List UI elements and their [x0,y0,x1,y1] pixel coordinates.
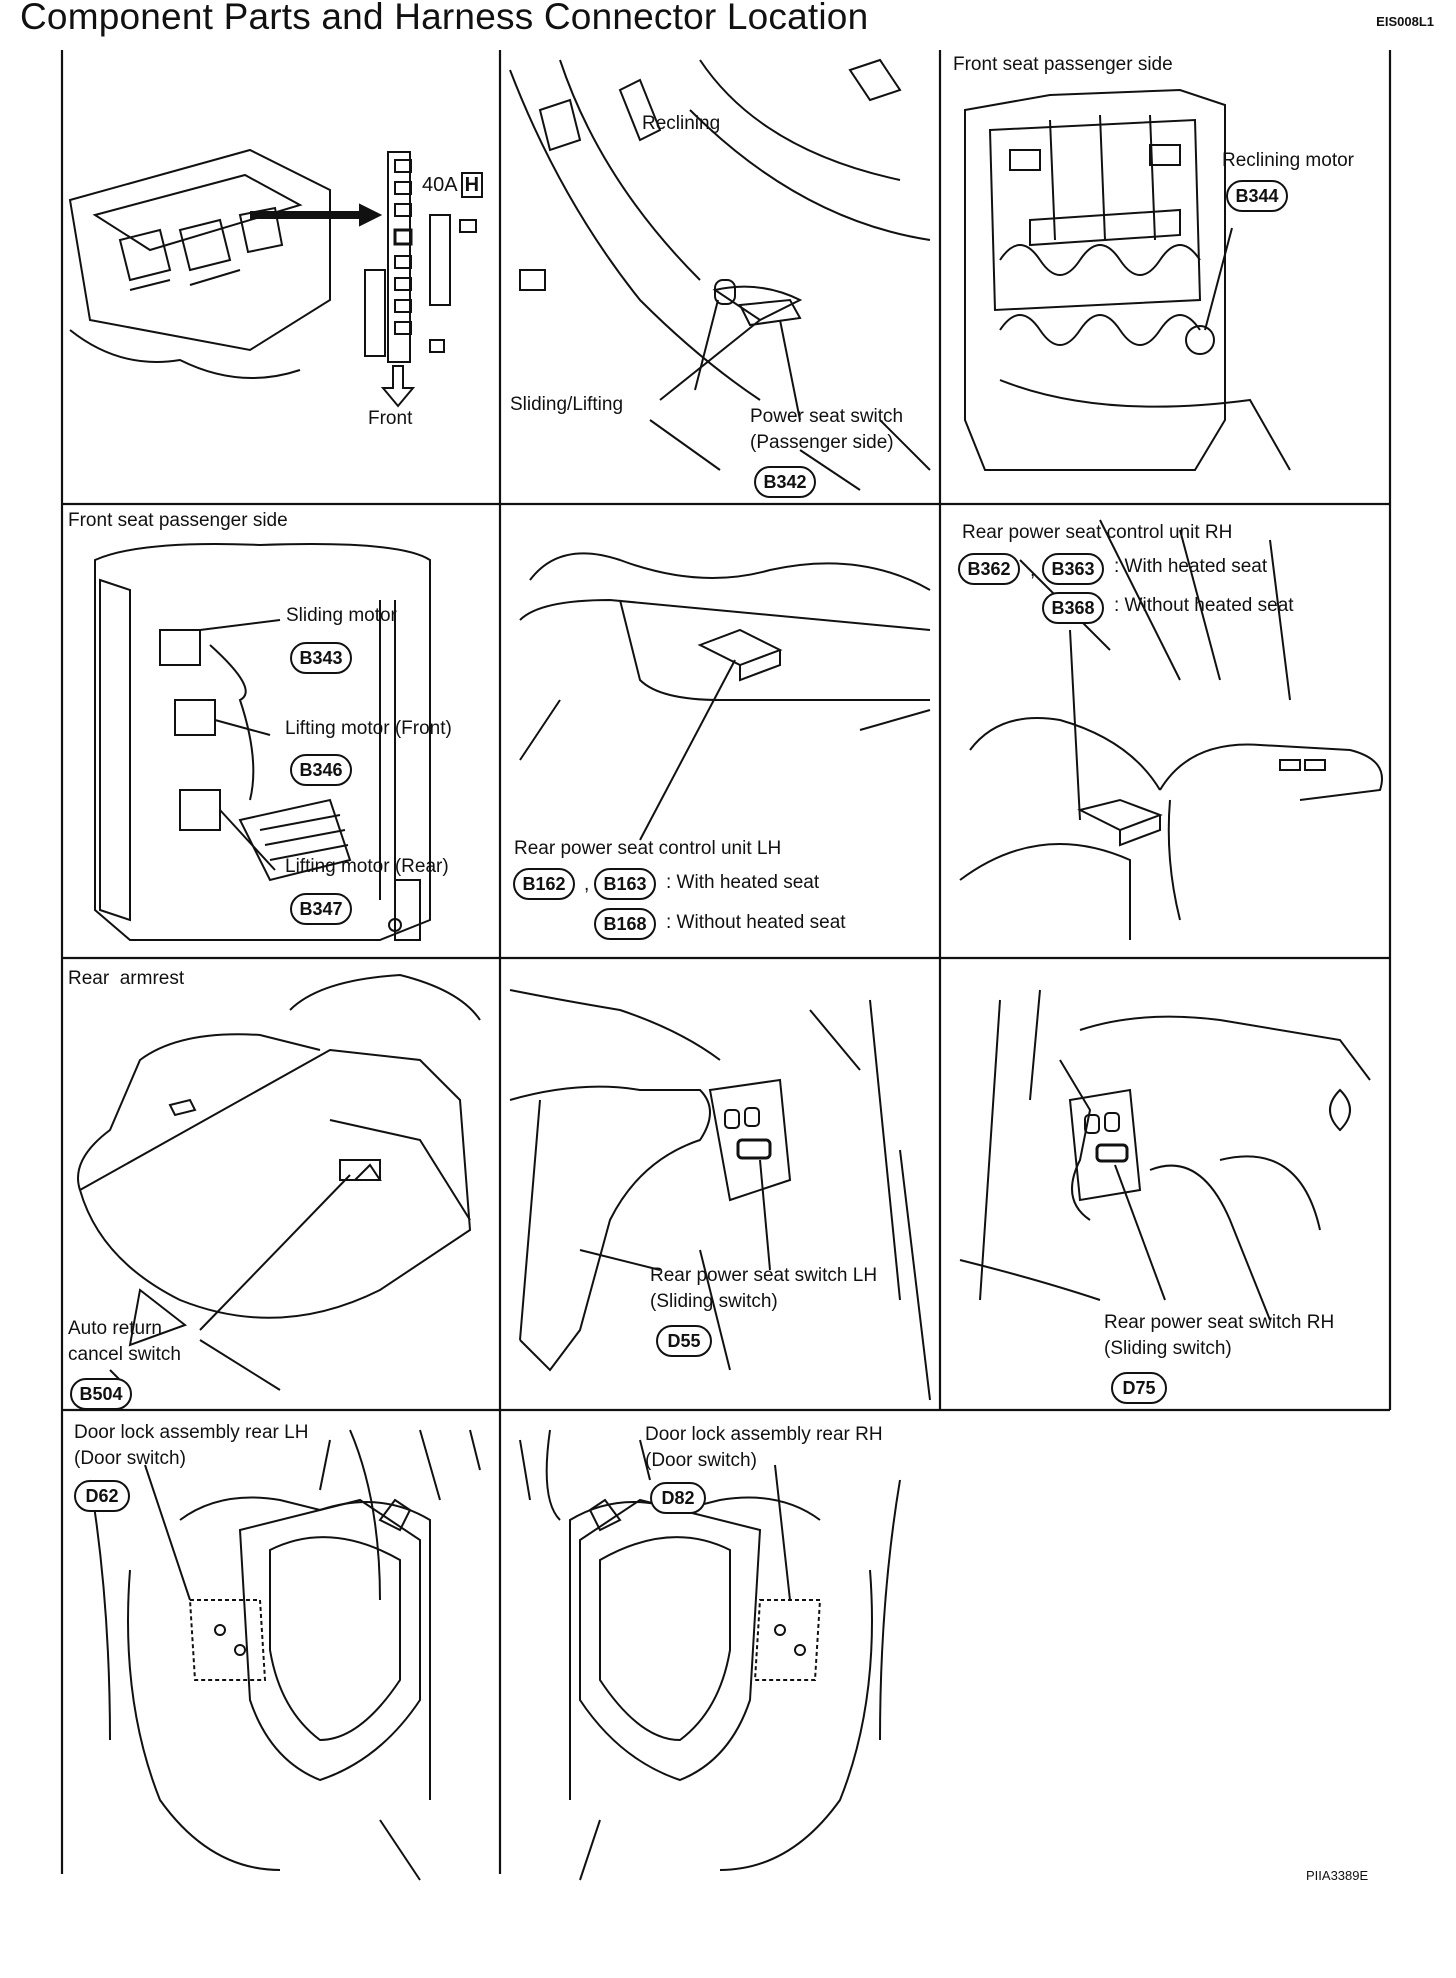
switch-rh-sublabel: (Sliding switch) [1104,1338,1232,1359]
connector-b347: B347 [290,893,352,925]
connector-d55: D55 [656,1325,712,1357]
with-heated-seat-rh: : With heated seat [1114,556,1268,577]
door-lh-sketch [89,1429,481,1881]
connector-b342: B342 [754,466,816,498]
fuse-badge: H [460,172,484,198]
panel-grid [60,50,1392,1874]
passenger-side-label: (Passenger side) [750,432,894,453]
connector-d62: D62 [74,1480,130,1512]
sliding-lifting-label: Sliding/Lifting [510,394,624,415]
control-unit-lh-sketch [519,552,931,841]
seat-switch-sketch [509,58,931,491]
switch-lh-label: Rear power seat switch LH [650,1265,878,1286]
connector-separator: , [1030,560,1036,581]
control-unit-lh-title: Rear power seat control unit LH [514,838,782,859]
page-title: Component Parts and Harness Connector Lo… [20,0,869,37]
connector-d75: D75 [1111,1372,1167,1404]
panel3-heading: Front seat passenger side [953,54,1173,75]
connector-b363: B363 [1042,553,1104,585]
connector-b362: B362 [958,553,1020,585]
connector-b368: B368 [1042,592,1104,624]
door-lh-label: Door lock assembly rear LH [74,1422,309,1443]
connector-d82: D82 [650,1482,706,1514]
auto-return-label: Auto return [68,1318,162,1339]
connector-b163: B163 [594,868,656,900]
switch-rh-label: Rear power seat switch RH [1104,1312,1335,1333]
connector-b168: B168 [594,908,656,940]
connector-b504: B504 [70,1378,132,1410]
front-arrow-label: Front [368,408,413,429]
panel4-heading: Front seat passenger side [68,510,288,531]
switch-lh-sublabel: (Sliding switch) [650,1291,778,1312]
connector-b162: B162 [513,868,575,900]
reference-code: EIS008L1 [1376,14,1434,29]
fuse-rating: 40A [422,174,458,196]
cancel-switch-label: cancel switch [68,1344,181,1365]
recline-frame-sketch [964,88,1291,471]
lifting-motor-rear-label: Lifting motor (Rear) [285,856,449,877]
door-rh-sublabel: (Door switch) [645,1450,757,1471]
seat-motor-sketch [94,543,431,941]
without-heated-seat-lh: : Without heated seat [666,912,846,933]
with-heated-seat-lh: : With heated seat [666,872,820,893]
figure-id: PIIA3389E [1306,1868,1369,1883]
armrest-sketch [77,973,481,1391]
power-seat-switch-label: Power seat switch [750,406,904,427]
reclining-motor-label: Reclining motor [1222,150,1354,171]
door-rh-label: Door lock assembly rear RH [645,1424,883,1445]
door-rh-sketch [519,1429,901,1881]
reclining-label: Reclining [642,113,721,134]
control-unit-rh-title: Rear power seat control unit RH [962,522,1233,543]
connector-b346: B346 [290,754,352,786]
door-lh-sublabel: (Door switch) [74,1448,186,1469]
connector-b343: B343 [290,642,352,674]
relay-box-sketch [68,148,477,408]
sliding-motor-label: Sliding motor [286,605,397,626]
switch-lh-sketch [509,989,931,1401]
connector-b344: B344 [1226,180,1288,212]
panel7-heading: Rear armrest [68,968,185,989]
control-unit-rh-sketch [959,519,1383,940]
connector-separator: , [584,874,590,895]
lifting-motor-front-label: Lifting motor (Front) [285,718,452,739]
without-heated-seat-rh: : Without heated seat [1114,595,1294,616]
switch-rh-sketch [959,989,1371,1321]
